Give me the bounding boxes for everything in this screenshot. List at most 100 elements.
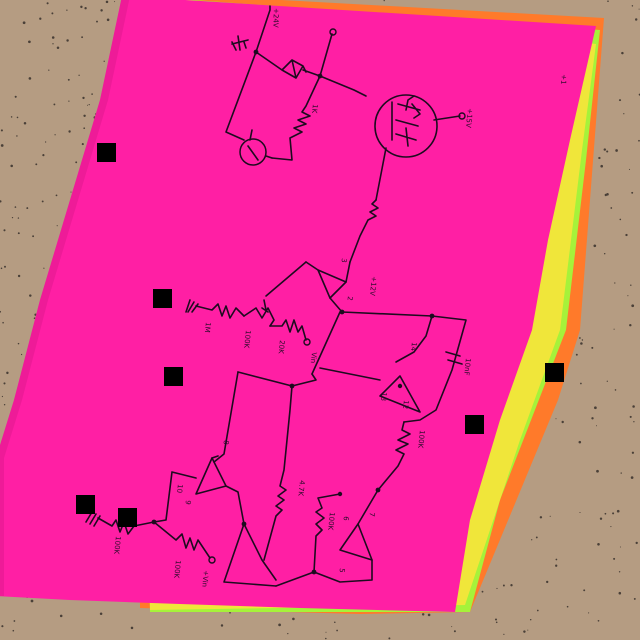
desk-speckle [66,9,68,11]
node-left-bottom [151,519,157,525]
desk-speckle [523,630,526,633]
desk-speckle [613,557,616,560]
desk-speckle [629,415,632,418]
desk-speckle [3,403,6,406]
desk-speckle [591,417,594,420]
wire-top-right [319,33,367,97]
desk-speckle [10,116,13,118]
desk-speckle [578,440,582,444]
desk-speckle [580,342,583,345]
desk-speckle [130,626,134,630]
desk-speckle [632,405,635,408]
terminal-vin-mid [303,338,311,346]
diode-symbol [255,51,321,79]
node-bottom [311,569,317,575]
opamp-d [339,523,373,561]
desk-speckle [604,512,607,515]
desk-speckle [0,129,3,132]
opamp-c-out [211,455,245,525]
desk-speckle [100,9,103,12]
desk-speckle [56,225,58,227]
desk-speckle [549,515,551,517]
desk-speckle [631,191,634,194]
desk-speckle [539,516,543,519]
paper-left-shading [0,0,130,596]
ground-wire-top [231,5,271,53]
mosfet-circle [374,94,438,158]
desk-speckle [631,451,635,454]
desk-speckle [453,630,456,633]
redaction-square-1 [97,143,116,162]
desk-speckle [75,161,78,164]
desk-speckle [494,618,498,621]
desk-speckle [580,382,582,385]
desk-speckle [502,584,505,587]
desk-speckle [4,265,6,268]
desk-speckle [598,156,601,160]
desk-speckle [3,229,6,232]
desk-speckle [91,93,93,95]
opamp-b-inputs [311,311,381,381]
desk-speckle [596,425,597,427]
desk-speckle [591,346,594,349]
desk-speckle [599,517,603,520]
potentiometer [243,307,275,327]
node-res-bottom-top [337,491,343,497]
desk-speckle [619,218,622,221]
resistor-top-wire [225,51,321,161]
desk-speckle [510,584,513,587]
desk-speckle [28,40,31,44]
desk-speckle [579,337,581,339]
desk-speckle [336,629,338,632]
desk-speckle [105,0,109,4]
desk-speckle [593,244,597,248]
desk-speckle [615,149,618,152]
desk-speckle [3,382,6,385]
label-res-right-value: 100K [416,430,426,449]
label-res-left-value: 100K [112,536,122,555]
desk-speckle [606,380,608,382]
desk-speckle [0,144,4,147]
desk-speckle [421,613,425,616]
desk-speckle [555,564,558,567]
desk-speckle [54,134,56,136]
desk-speckle [634,18,638,21]
desk-speckle [82,96,85,100]
label-opamp-d-pin-a: 6 [341,516,349,522]
label-res-left-value2: 100K [172,560,182,579]
desk-speckle [610,207,613,209]
desk-speckle [614,389,617,391]
resistor-left-1 [85,511,155,535]
desk-speckle [481,590,484,593]
desk-speckle [495,621,498,624]
desk-speckle [20,353,23,356]
desk-speckle [14,95,17,98]
redaction-square-7 [118,508,137,527]
desk-speckle [604,193,607,197]
desk-speckle [566,605,569,608]
gauge-wire [265,155,273,159]
label-res-mid-value: 20K [277,340,286,355]
desk-speckle [618,571,621,573]
desk-speckle [596,469,599,473]
desk-speckle [575,353,578,356]
terminal-mosfet-out [458,112,466,120]
label-opamp-c-pin-top: 10 [175,484,184,494]
label-opamp-b-pin-top: 13 [379,392,388,402]
desk-speckle [23,122,27,125]
desk-speckle [2,321,4,324]
desk-speckle [44,141,47,143]
wire-left-vertical [213,371,239,463]
label-mosfet-out: +15V [464,108,474,129]
desk-speckle [325,637,327,640]
desk-speckle [631,304,635,308]
desk-speckle [621,51,624,55]
label-r-top-value: 1K [310,104,319,114]
label-pot-value: 100K [242,330,252,349]
desk-speckle [59,614,63,618]
desk-speckle [52,43,54,45]
desk-speckle [114,1,116,3]
desk-speckle [0,267,3,270]
desk-speckle [503,633,505,636]
